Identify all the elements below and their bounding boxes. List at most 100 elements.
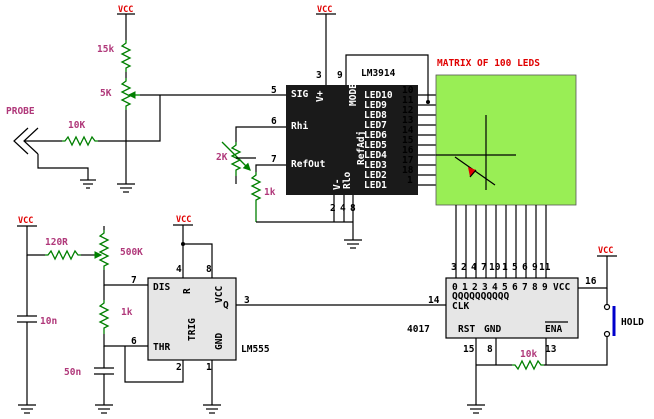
- led-pin-number: 14: [402, 125, 414, 136]
- lm555-r: R: [182, 288, 193, 294]
- led-pin-number: 15: [402, 135, 414, 146]
- pin-rlo-number: 4: [340, 203, 346, 214]
- output-pin-number: 1: [502, 262, 508, 273]
- pin-vminus-number: 2: [330, 203, 336, 214]
- r1k-ref-label: 1k: [264, 187, 276, 198]
- vcc-symbol-4017: VCC: [578, 246, 617, 304]
- led-label: LED3: [364, 160, 387, 171]
- ic4017-chip: [445, 277, 579, 339]
- lm555-dis: DIS: [153, 282, 170, 293]
- svg-text:8: 8: [532, 282, 538, 293]
- r1k-555-label: 1k: [121, 307, 133, 318]
- pin-q-number: 3: [244, 295, 250, 306]
- ic4017-title: 4017: [407, 324, 430, 335]
- ground-symbol: [344, 239, 362, 249]
- pin-vcc-555-number: 8: [206, 264, 212, 275]
- lm3914-rhi: Rhi: [291, 121, 308, 132]
- pin-r-number: 4: [176, 264, 182, 275]
- led-pin-number: 10: [402, 85, 414, 96]
- ic4017-vcc: VCC: [553, 282, 570, 293]
- vcc-label: VCC: [118, 5, 133, 15]
- output-pin-number: 2: [461, 262, 467, 273]
- svg-text:6: 6: [512, 282, 518, 293]
- resistor-15k: [120, 40, 132, 72]
- vcc-symbol-divider: VCC: [117, 5, 135, 40]
- ic4017-gnd: GND: [484, 324, 501, 335]
- output-pin-number: 7: [481, 262, 487, 273]
- pin-clk-number: 14: [428, 295, 440, 306]
- lm3914-title: LM3914: [361, 68, 396, 79]
- r10k-4017-label: 10k: [520, 349, 537, 360]
- vcc-symbol-555: VCC: [173, 215, 213, 278]
- led-pin-number: 16: [402, 145, 414, 156]
- lm3914-refadj: RefAdj: [356, 131, 367, 165]
- ic4017-ena: ENA: [545, 324, 562, 335]
- matrix-title: MATRIX OF 100 LEDS: [437, 58, 540, 69]
- capacitor-50n: [94, 346, 114, 414]
- pot-5k-label: 5K: [100, 88, 112, 99]
- svg-text:0: 0: [452, 282, 458, 293]
- svg-text:3: 3: [482, 282, 488, 293]
- pin-refout-number: 7: [271, 154, 277, 165]
- vcc-symbol-555-left: VCC: [17, 216, 45, 316]
- r10k-label: 10K: [68, 120, 85, 131]
- led-label: LED7: [364, 120, 387, 131]
- c10n-label: 10n: [40, 316, 57, 327]
- c50n-label: 50n: [64, 367, 81, 378]
- lm3914-vminus: V-: [332, 179, 343, 190]
- pot-500k-label: 500K: [120, 247, 143, 258]
- potentiometer-5k: [120, 78, 132, 110]
- probe-label: PROBE: [6, 106, 35, 117]
- led-pin-number: 17: [402, 155, 413, 166]
- lm555-chip: [147, 277, 237, 361]
- probe-connector: [13, 127, 96, 189]
- ic4017-rst: RST: [458, 324, 475, 335]
- resistor-1k-555: [98, 300, 110, 334]
- lm3914-led-labels: LED10 LED9 LED8 LED7 LED6 LED5 LED4 LED3…: [364, 90, 393, 191]
- pin-rhi-number: 6: [271, 116, 277, 127]
- led-label: LED8: [364, 110, 387, 121]
- lm3914-mode: MODE: [348, 83, 359, 106]
- hold-switch[interactable]: [603, 303, 616, 338]
- output-pin-number: 9: [532, 262, 538, 273]
- pin-sig-number: 5: [271, 85, 277, 96]
- pin-ena-number: 13: [545, 344, 557, 355]
- led-label: LED4: [364, 150, 387, 161]
- lm555-q: Q: [223, 300, 229, 311]
- svg-text:1: 1: [462, 282, 468, 293]
- pin-dis-number: 7: [131, 275, 137, 286]
- pin-trig-number: 2: [176, 362, 182, 373]
- lm3914-vplus: V+: [315, 90, 326, 102]
- lm555-title: LM555: [241, 344, 270, 355]
- svg-text:VCC: VCC: [18, 216, 33, 226]
- ground-symbol: [117, 183, 135, 193]
- led-pin-number: 13: [402, 115, 414, 126]
- pin-vplus-number: 3: [316, 70, 322, 81]
- resistor-120r: [45, 249, 81, 261]
- led-pin-number: 12: [402, 105, 413, 116]
- lm3914-refout: RefOut: [291, 159, 325, 170]
- output-pin-number: 11: [539, 262, 551, 273]
- led-pin-number: 1: [407, 175, 413, 186]
- led-label: LED10: [364, 90, 393, 101]
- lm555-gnd: GND: [214, 333, 225, 350]
- lm3914-chip: [286, 85, 418, 195]
- pot-2k-label: 2K: [216, 152, 228, 163]
- svg-text:4: 4: [492, 282, 498, 293]
- pin-gnd-number: 8: [487, 344, 493, 355]
- led-label: LED2: [364, 170, 387, 181]
- output-pin-number: 3: [451, 262, 457, 273]
- led-label: LED1: [364, 180, 387, 191]
- ic4017-output-labels: 0 1 2 3 4 5 6 7 8 9 QQQQQQQQQQ: [452, 282, 548, 302]
- svg-text:VCC: VCC: [317, 5, 332, 15]
- resistor-10k-probe: [62, 135, 98, 147]
- resistor-1k-ref: [250, 172, 262, 222]
- vcc-symbol-lm3914: VCC: [316, 5, 336, 85]
- capacitor-10n: [17, 315, 37, 414]
- ground-symbol: [203, 404, 221, 414]
- svg-text:9: 9: [542, 282, 548, 293]
- lm555-thr: THR: [153, 342, 170, 353]
- output-pin-number: 5: [512, 262, 518, 273]
- led-pin-number: 11: [402, 95, 414, 106]
